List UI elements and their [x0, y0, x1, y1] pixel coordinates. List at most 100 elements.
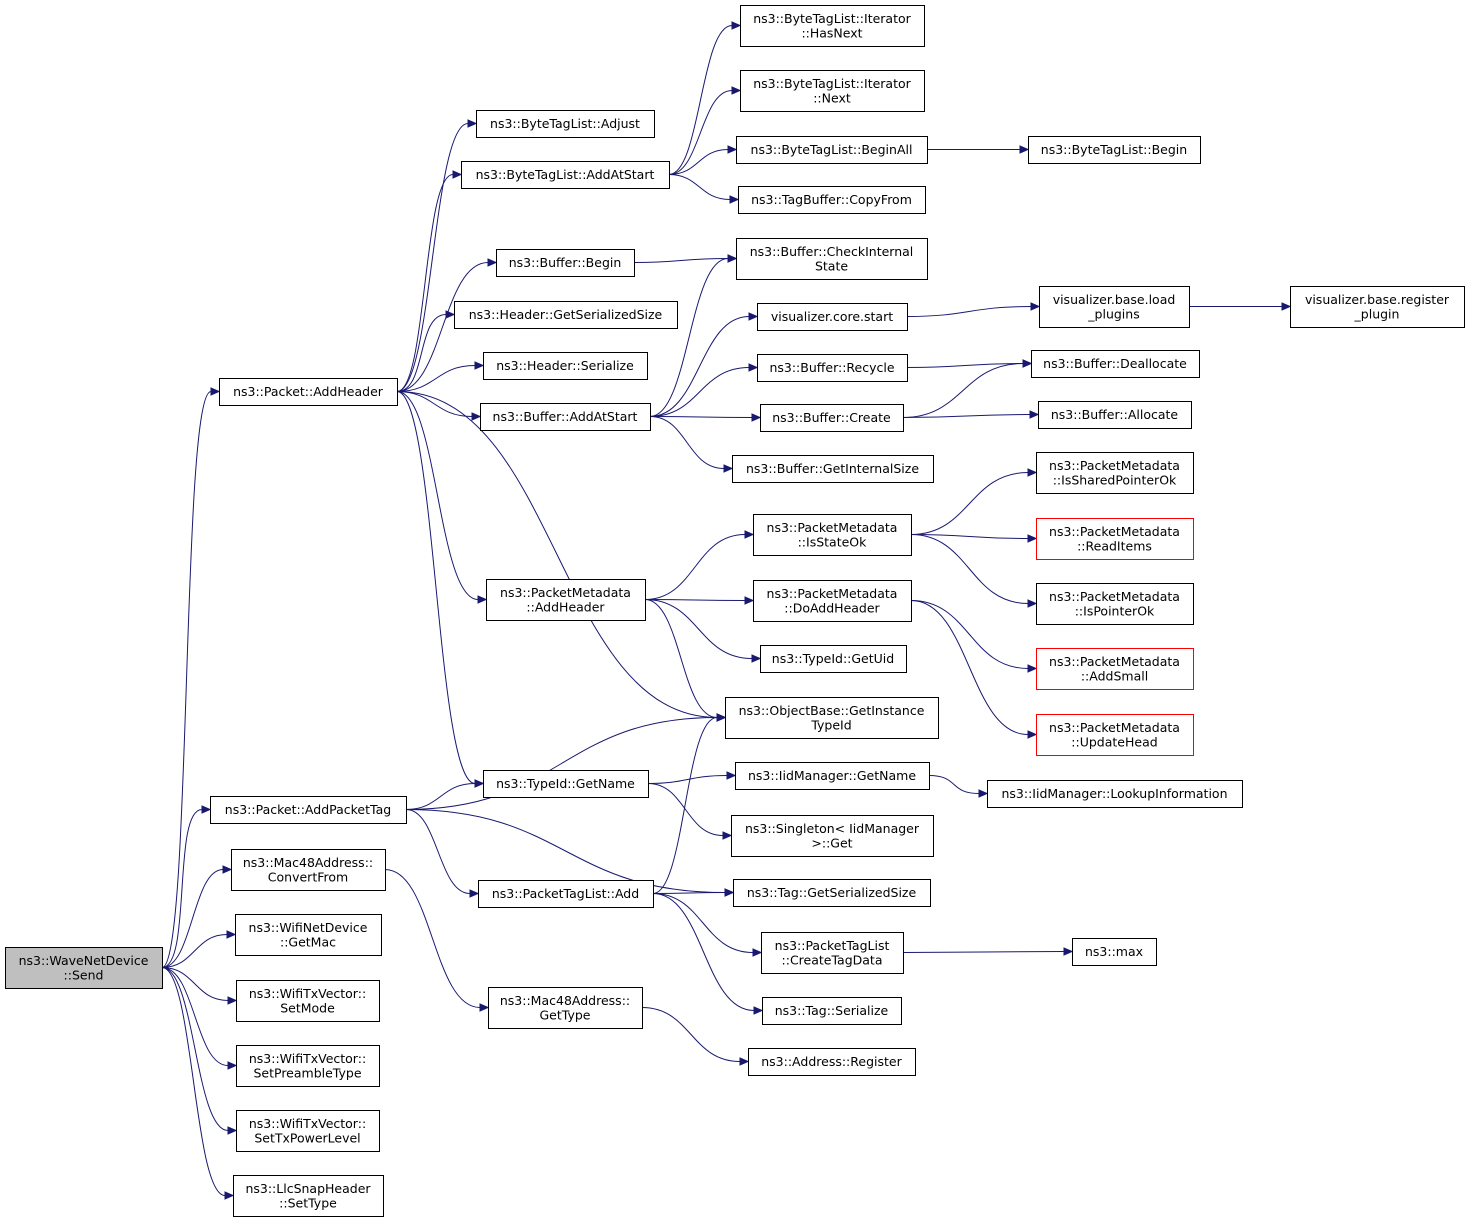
- node-label: ns3::PacketMetadata: [767, 586, 898, 601]
- graph-node-buf_create[interactable]: ns3::Buffer::Create: [760, 404, 904, 432]
- arrowhead-icon: [751, 654, 762, 663]
- graph-node-buf_allocate[interactable]: ns3::Buffer::Allocate: [1038, 401, 1192, 429]
- arrowhead-icon: [739, 1057, 750, 1066]
- node-box: [236, 1045, 380, 1087]
- arrowhead-icon: [723, 464, 734, 473]
- node-box: [987, 780, 1243, 808]
- graph-node-pm_addsmall[interactable]: ns3::PacketMetadata::AddSmall: [1036, 648, 1194, 690]
- graph-node-btl_adjust[interactable]: ns3::ByteTagList::Adjust: [476, 110, 655, 138]
- graph-node-tag_getsersize[interactable]: ns3::Tag::GetSerializedSize: [733, 879, 931, 907]
- graph-node-hdr_getsersize[interactable]: ns3::Header::GetSerializedSize: [454, 301, 678, 329]
- call-edge-addheader-to-buf_begin: [396, 262, 489, 392]
- arrowhead-icon: [1027, 468, 1038, 477]
- node-box: [1072, 938, 1157, 966]
- call-edge-send-to-mac_convertfrom: [161, 869, 224, 968]
- arrowhead-icon: [729, 195, 740, 204]
- arrowhead-icon: [752, 948, 763, 957]
- graph-node-pm_isstateok[interactable]: ns3::PacketMetadata::IsStateOk: [753, 514, 912, 556]
- graph-node-ns3_max[interactable]: ns3::max: [1072, 938, 1157, 966]
- node-box: [476, 110, 655, 138]
- graph-node-llc_settype[interactable]: ns3::LlcSnapHeader::SetType: [233, 1175, 384, 1217]
- node-label: ns3::PacketMetadata: [1049, 524, 1180, 539]
- graph-node-pm_ispointerok[interactable]: ns3::PacketMetadata::IsPointerOk: [1036, 583, 1194, 625]
- graph-node-send[interactable]: ns3::WaveNetDevice::Send: [5, 947, 163, 989]
- call-edge-pm_isstateok-to-pm_issharedpointerok: [910, 472, 1029, 535]
- node-box: [483, 352, 648, 380]
- graph-node-btl_it_next[interactable]: ns3::ByteTagList::Iterator::Next: [740, 70, 925, 112]
- graph-node-btl_begin[interactable]: ns3::ByteTagList::Begin: [1028, 136, 1201, 164]
- graph-node-addheader[interactable]: ns3::Packet::AddHeader: [219, 378, 398, 406]
- call-edge-addpackettag-to-objbase_getinstancetypeid: [405, 717, 718, 810]
- node-box: [236, 980, 380, 1022]
- graph-node-buf_recycle[interactable]: ns3::Buffer::Recycle: [757, 354, 908, 382]
- call-edge-pm_isstateok-to-pm_ispointerok: [910, 534, 1029, 604]
- arrowhead-icon: [748, 312, 759, 321]
- node-label: ns3::ByteTagList::Iterator: [753, 76, 911, 91]
- graph-node-mac_gettype[interactable]: ns3::Mac48Address::GetType: [488, 987, 643, 1029]
- graph-node-buf_begin[interactable]: ns3::Buffer::Begin: [496, 249, 635, 277]
- node-box: [454, 301, 678, 329]
- graph-node-pm_issharedpointerok[interactable]: ns3::PacketMetadata::IsSharedPointerOk: [1036, 452, 1194, 494]
- node-label: ns3::PacketMetadata: [1049, 458, 1180, 473]
- graph-node-ptl_createtagdata[interactable]: ns3::PacketTagList::CreateTagData: [761, 932, 904, 974]
- graph-node-buf_getinternalsize[interactable]: ns3::Buffer::GetInternalSize: [732, 455, 934, 483]
- graph-node-mac_convertfrom[interactable]: ns3::Mac48Address::ConvertFrom: [231, 849, 386, 891]
- graph-node-addpackettag[interactable]: ns3::Packet::AddPacketTag: [210, 796, 407, 824]
- node-label: ns3::ByteTagList::BeginAll: [751, 142, 913, 157]
- graph-node-addr_register[interactable]: ns3::Address::Register: [748, 1048, 916, 1076]
- call-edge-pm_addheader-to-pm_doaddheader: [644, 599, 746, 601]
- graph-node-vis_core_start[interactable]: visualizer.core.start: [757, 303, 908, 331]
- graph-node-btl_beginall[interactable]: ns3::ByteTagList::BeginAll: [736, 136, 928, 164]
- node-box: [731, 815, 934, 857]
- node-label: ns3::Packet::AddHeader: [233, 384, 384, 399]
- node-label: ns3::Buffer::Deallocate: [1043, 356, 1187, 371]
- node-label: ns3::TypeId::GetName: [496, 776, 635, 791]
- node-label: ns3::PacketMetadata: [1049, 589, 1180, 604]
- graph-node-btl_it_hasnext[interactable]: ns3::ByteTagList::Iterator::HasNext: [740, 5, 925, 47]
- graph-node-pm_updatehead[interactable]: ns3::PacketMetadata::UpdateHead: [1036, 714, 1194, 756]
- node-label: ns3::IidManager::GetName: [748, 768, 916, 783]
- node-box: [236, 1110, 380, 1152]
- node-label: ns3::PacketTagList::Add: [492, 886, 639, 901]
- graph-node-tag_serialize[interactable]: ns3::Tag::Serialize: [762, 997, 902, 1025]
- node-box: [461, 161, 670, 189]
- call-edge-ptl_add-to-tag_getsersize: [652, 892, 726, 894]
- call-edge-buf_addatstart-to-buf_getinternalsize: [649, 416, 725, 469]
- graph-node-setmode[interactable]: ns3::WifiTxVector::SetMode: [236, 980, 380, 1022]
- graph-node-iid_lookupinfo[interactable]: ns3::IidManager::LookupInformation: [987, 780, 1243, 808]
- graph-node-pm_readitems[interactable]: ns3::PacketMetadata::ReadItems: [1036, 518, 1194, 560]
- arrowhead-icon: [1030, 302, 1041, 311]
- node-box: [496, 249, 635, 277]
- graph-node-pm_doaddheader[interactable]: ns3::PacketMetadata::DoAddHeader: [753, 580, 912, 622]
- graph-node-pm_addheader[interactable]: ns3::PacketMetadata::AddHeader: [486, 579, 646, 621]
- node-label: ns3::WifiTxVector::: [249, 1116, 366, 1131]
- graph-node-btl_addatstart[interactable]: ns3::ByteTagList::AddAtStart: [461, 161, 670, 189]
- arrowhead-icon: [726, 771, 737, 780]
- graph-node-ptl_add[interactable]: ns3::PacketTagList::Add: [478, 880, 654, 908]
- graph-node-typeid_getuid[interactable]: ns3::TypeId::GetUid: [760, 645, 907, 673]
- node-box: [1036, 714, 1194, 756]
- node-box: [757, 303, 908, 331]
- call-edge-addpackettag-to-typeid_getname: [405, 783, 476, 810]
- node-label: ns3::Singleton< IidManager: [745, 821, 920, 836]
- graph-node-singleton_get[interactable]: ns3::Singleton< IidManager >::Get: [731, 815, 934, 857]
- graph-node-vis_base_loadplugins[interactable]: visualizer.base.load_plugins: [1039, 286, 1190, 328]
- graph-node-buf_deallocate[interactable]: ns3::Buffer::Deallocate: [1031, 350, 1200, 378]
- arrowhead-icon: [753, 1006, 764, 1015]
- call-edge-addheader-to-objbase_getinstancetypeid: [396, 391, 718, 718]
- graph-node-vis_base_registerplugin[interactable]: visualizer.base.register_plugin: [1290, 286, 1465, 328]
- node-box: [1036, 583, 1194, 625]
- graph-node-iid_getname[interactable]: ns3::IidManager::GetName: [735, 762, 930, 790]
- graph-node-settxpower[interactable]: ns3::WifiTxVector::SetTxPowerLevel: [236, 1110, 380, 1152]
- graph-node-hdr_serialize[interactable]: ns3::Header::Serialize: [483, 352, 648, 380]
- node-label: ns3::LlcSnapHeader: [245, 1181, 371, 1196]
- graph-node-buf_addatstart[interactable]: ns3::Buffer::AddAtStart: [480, 403, 651, 431]
- graph-node-wifi_getmac[interactable]: ns3::WifiNetDevice::GetMac: [235, 914, 382, 956]
- graph-node-typeid_getname[interactable]: ns3::TypeId::GetName: [483, 770, 649, 798]
- graph-node-tagbuf_copyfrom[interactable]: ns3::TagBuffer::CopyFrom: [738, 186, 926, 214]
- arrowhead-icon: [1027, 664, 1038, 673]
- graph-node-setpreamble[interactable]: ns3::WifiTxVector::SetPreambleType: [236, 1045, 380, 1087]
- call-nodes: ns3::WaveNetDevice::Send ns3::Packet::Add…: [5, 5, 1465, 1217]
